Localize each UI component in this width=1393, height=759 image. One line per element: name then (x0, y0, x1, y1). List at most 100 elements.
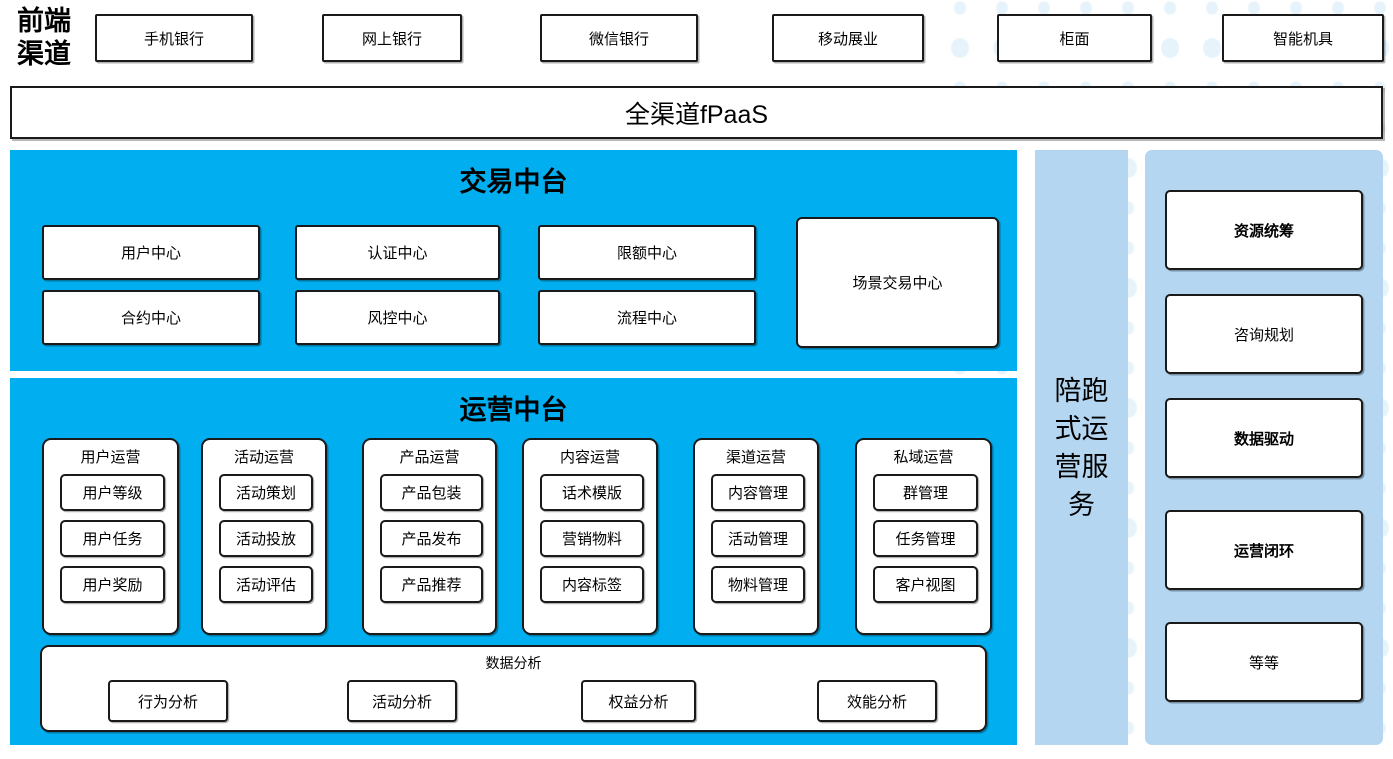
ops-item-4-2[interactable]: 物料管理 (711, 566, 805, 603)
channel-box-0[interactable]: 手机银行 (95, 14, 253, 62)
ops-item-0-2[interactable]: 用户奖励 (60, 566, 165, 603)
ops-item-label: 用户等级 (82, 485, 143, 502)
front-channel-label-line1: 前端 (17, 6, 71, 36)
ops-item-1-0[interactable]: 活动策划 (219, 474, 313, 511)
channel-box-2[interactable]: 微信银行 (540, 14, 698, 62)
ops-item-label: 任务管理 (895, 531, 956, 548)
ops-item-5-0[interactable]: 群管理 (873, 474, 978, 511)
value-box-label: 数据驱动 (1233, 430, 1294, 448)
ops-group-0: 用户运营用户等级用户任务用户奖励 (42, 438, 179, 635)
operations-platform-title: 运营中台 (459, 395, 568, 425)
ops-item-3-0[interactable]: 话术模版 (540, 474, 644, 511)
data-analysis-item-label: 活动分析 (371, 693, 432, 711)
ops-item-label: 物料管理 (727, 577, 788, 594)
data-analysis-item-3[interactable]: 效能分析 (817, 680, 937, 722)
data-analysis-item-2[interactable]: 权益分析 (581, 680, 696, 722)
ops-item-3-1[interactable]: 营销物料 (540, 520, 644, 557)
value-box-2[interactable]: 数据驱动 (1165, 398, 1363, 478)
ops-item-5-1[interactable]: 任务管理 (873, 520, 978, 557)
value-box-label: 资源统筹 (1233, 222, 1294, 240)
service-column-label: 陪跑式运营服务 (1054, 375, 1109, 520)
ops-item-label: 群管理 (902, 485, 948, 502)
ops-item-4-1[interactable]: 活动管理 (711, 520, 805, 557)
data-analysis-item-1[interactable]: 活动分析 (347, 680, 457, 722)
ops-group-2: 产品运营产品包装产品发布产品推荐 (362, 438, 497, 635)
ops-item-label: 用户奖励 (82, 577, 143, 594)
trade-center-box-5[interactable]: 流程中心 (538, 290, 756, 345)
trade-center-label: 风控中心 (367, 310, 428, 327)
value-box-3[interactable]: 运营闭环 (1165, 510, 1363, 590)
value-box-1[interactable]: 咨询规划 (1165, 294, 1363, 374)
value-panel: 资源统筹咨询规划数据驱动运营闭环等等 (1145, 150, 1383, 745)
front-channel-label-line2: 渠道 (17, 39, 71, 69)
ops-item-label: 产品发布 (401, 531, 462, 548)
ops-group-title: 渠道运营 (725, 449, 786, 466)
front-channel-label: 前端 渠道 (2, 2, 86, 74)
ops-item-1-1[interactable]: 活动投放 (219, 520, 313, 557)
ops-group-5: 私域运营群管理任务管理客户视图 (855, 438, 992, 635)
trade-center-box-3[interactable]: 合约中心 (42, 290, 260, 345)
ops-item-4-0[interactable]: 内容管理 (711, 474, 805, 511)
data-analysis-title: 数据分析 (485, 655, 542, 671)
trade-center-label: 用户中心 (120, 245, 181, 262)
trade-center-label: 流程中心 (616, 310, 677, 327)
ops-item-label: 活动评估 (235, 577, 296, 594)
channel-box-label: 手机银行 (143, 30, 204, 48)
trade-center-box-1[interactable]: 认证中心 (295, 225, 500, 280)
ops-item-label: 内容管理 (727, 485, 788, 502)
ops-item-3-2[interactable]: 内容标签 (540, 566, 644, 603)
channel-box-1[interactable]: 网上银行 (322, 14, 462, 62)
ops-item-label: 话术模版 (561, 485, 622, 502)
data-analysis-item-label: 行为分析 (137, 693, 198, 711)
trade-center-label: 限额中心 (616, 245, 677, 262)
ops-group-title: 产品运营 (399, 449, 460, 466)
ops-item-1-2[interactable]: 活动评估 (219, 566, 313, 603)
ops-item-0-0[interactable]: 用户等级 (60, 474, 165, 511)
value-box-label: 咨询规划 (1233, 326, 1294, 344)
channel-box-label: 智能机具 (1272, 30, 1333, 48)
ops-item-2-2[interactable]: 产品推荐 (380, 566, 483, 603)
channel-box-label: 微信银行 (588, 30, 649, 48)
channel-box-4[interactable]: 柜面 (997, 14, 1152, 62)
ops-group-title: 内容运营 (559, 449, 620, 466)
trade-center-box-4[interactable]: 风控中心 (295, 290, 500, 345)
data-analysis-item-0[interactable]: 行为分析 (108, 680, 228, 722)
ops-item-label: 内容标签 (561, 577, 622, 594)
fpaas-bar[interactable]: 全渠道fPaaS (10, 86, 1383, 139)
trade-platform-title: 交易中台 (459, 167, 568, 197)
ops-item-label: 活动策划 (235, 485, 296, 502)
value-box-0[interactable]: 资源统筹 (1165, 190, 1363, 270)
ops-group-1: 活动运营活动策划活动投放活动评估 (201, 438, 327, 635)
channel-box-5[interactable]: 智能机具 (1222, 14, 1384, 62)
ops-item-label: 活动管理 (727, 531, 788, 548)
ops-item-5-2[interactable]: 客户视图 (873, 566, 978, 603)
trade-center-box-6[interactable]: 场景交易中心 (796, 217, 999, 348)
data-analysis-item-label: 权益分析 (608, 693, 669, 711)
channel-box-3[interactable]: 移动展业 (772, 14, 924, 62)
data-analysis-item-label: 效能分析 (846, 693, 907, 711)
ops-item-label: 用户任务 (82, 531, 143, 548)
data-analysis-group: 数据分析 行为分析 活动分析 权益分析 效能分析 (40, 645, 987, 732)
value-box-4[interactable]: 等等 (1165, 622, 1363, 702)
trade-center-label: 场景交易中心 (852, 275, 943, 292)
channel-box-label: 网上银行 (361, 30, 422, 48)
ops-group-title: 私域运营 (893, 449, 954, 466)
trade-center-box-0[interactable]: 用户中心 (42, 225, 260, 280)
service-column: 陪跑式运营服务 (1035, 150, 1128, 745)
ops-item-label: 产品推荐 (401, 577, 462, 594)
ops-item-label: 客户视图 (895, 577, 956, 594)
ops-group-4: 渠道运营内容管理活动管理物料管理 (693, 438, 819, 635)
ops-item-label: 活动投放 (235, 531, 296, 548)
ops-item-label: 营销物料 (561, 531, 622, 548)
ops-item-0-1[interactable]: 用户任务 (60, 520, 165, 557)
ops-group-title: 用户运营 (80, 449, 141, 466)
value-box-label: 运营闭环 (1233, 542, 1294, 560)
ops-group-title: 活动运营 (233, 449, 294, 466)
trade-center-box-2[interactable]: 限额中心 (538, 225, 756, 280)
trade-platform: 交易中台 用户中心 认证中心 限额中心合约中心 风控中心 流程中心 场景交易中心 (10, 150, 1017, 371)
ops-item-label: 产品包装 (401, 485, 462, 502)
ops-item-2-0[interactable]: 产品包装 (380, 474, 483, 511)
channel-box-label: 移动展业 (817, 30, 878, 48)
ops-item-2-1[interactable]: 产品发布 (380, 520, 483, 557)
